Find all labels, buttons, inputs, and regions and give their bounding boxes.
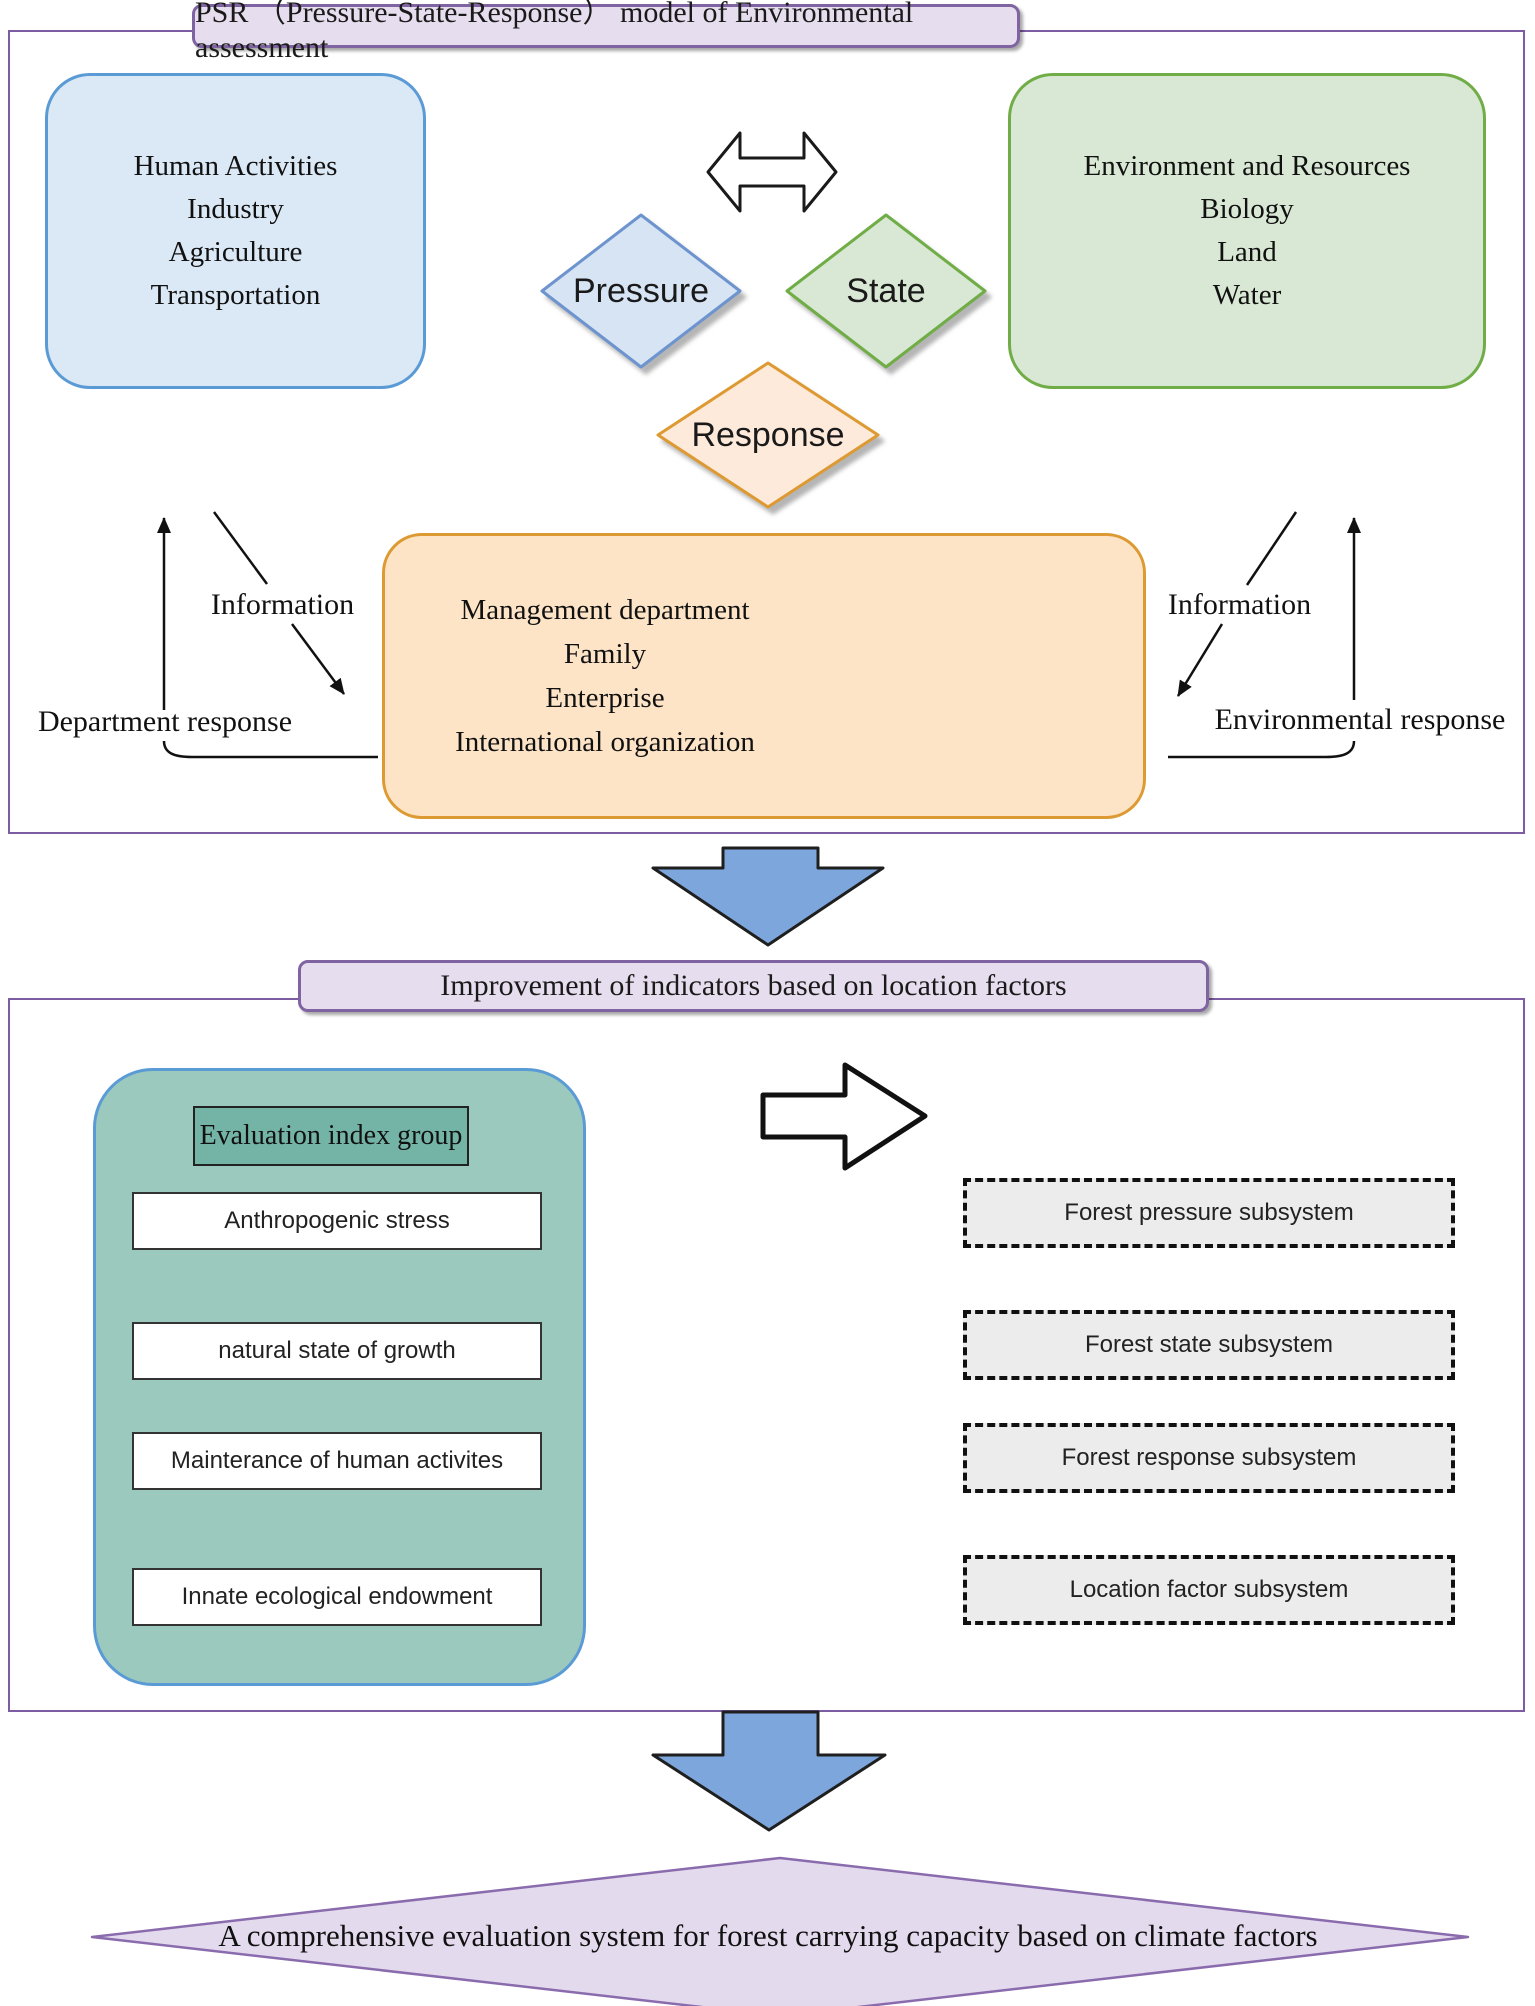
right-arrow-icon — [760, 1062, 928, 1171]
environment-line: Environment and Resources — [1083, 150, 1411, 182]
indicators-title-text: Improvement of indicators based on locat… — [440, 969, 1067, 1002]
management-line: International organization — [455, 726, 755, 758]
evaluation-group-header: Evaluation index group — [193, 1106, 469, 1166]
info-right-label: Information — [1167, 588, 1312, 621]
info-arrow-left — [290, 623, 346, 695]
state-diamond — [785, 213, 987, 369]
pressure-diamond-label: Pressure — [572, 271, 710, 310]
management-line: Management department — [460, 594, 750, 626]
environment-resources-box: Environment and Resources Biology Land W… — [1008, 73, 1486, 389]
response-diamond — [656, 361, 880, 509]
subsystem-forest-state: Forest state subsystem — [963, 1310, 1455, 1380]
environmental-response-label: Environmental response — [1214, 703, 1506, 736]
info-left-label: Information — [210, 588, 355, 621]
indicators-title-banner: Improvement of indicators based on locat… — [298, 960, 1209, 1012]
subsystem-forest-response: Forest response subsystem — [963, 1423, 1455, 1493]
environment-bracket — [1168, 740, 1356, 759]
response-diamond-label: Response — [691, 415, 845, 454]
environment-line: Land — [1217, 236, 1277, 268]
index-item-innate-endowment: Innate ecological endowment — [132, 1568, 542, 1626]
index-item-anthropogenic-stress: Anthropogenic stress — [132, 1192, 542, 1250]
double-arrow-icon — [706, 131, 838, 213]
state-diamond-label: State — [846, 271, 926, 310]
human-activities-line: Transportation — [150, 279, 321, 311]
down-arrow-icon-2 — [651, 1710, 887, 1832]
human-activities-line: Agriculture — [168, 236, 303, 268]
human-activities-box: Human Activities Industry Agriculture Tr… — [45, 73, 426, 389]
management-line: Family — [563, 638, 647, 670]
subsystem-location-factor: Location factor subsystem — [963, 1555, 1455, 1625]
human-activities-line: Human Activities — [133, 150, 338, 182]
department-bracket — [162, 740, 378, 759]
index-item-natural-state: natural state of growth — [132, 1322, 542, 1380]
down-arrow-icon-1 — [651, 846, 885, 947]
management-box: Management department Family Enterprise … — [382, 533, 1146, 819]
info-line-left — [212, 511, 269, 585]
info-line-right — [1245, 511, 1298, 586]
environment-line: Water — [1212, 279, 1282, 311]
psr-title-banner: PSR （Pressure-State-Response） model of E… — [192, 0, 1020, 64]
index-item-maintenance: Mainterance of human activites — [132, 1432, 542, 1490]
conclusion-diamond — [90, 1856, 1470, 2006]
subsystem-forest-pressure: Forest pressure subsystem — [963, 1178, 1455, 1248]
department-response-label: Department response — [37, 705, 293, 738]
environment-line: Biology — [1200, 193, 1294, 225]
psr-title-text: PSR （Pressure-State-Response） model of E… — [195, 0, 914, 64]
conclusion-text: A comprehensive evaluation system for fo… — [218, 1918, 1318, 1953]
human-activities-line: Industry — [187, 193, 284, 225]
management-line: Enterprise — [545, 682, 665, 714]
info-arrow-right — [1176, 623, 1224, 697]
pressure-diamond — [540, 213, 742, 369]
